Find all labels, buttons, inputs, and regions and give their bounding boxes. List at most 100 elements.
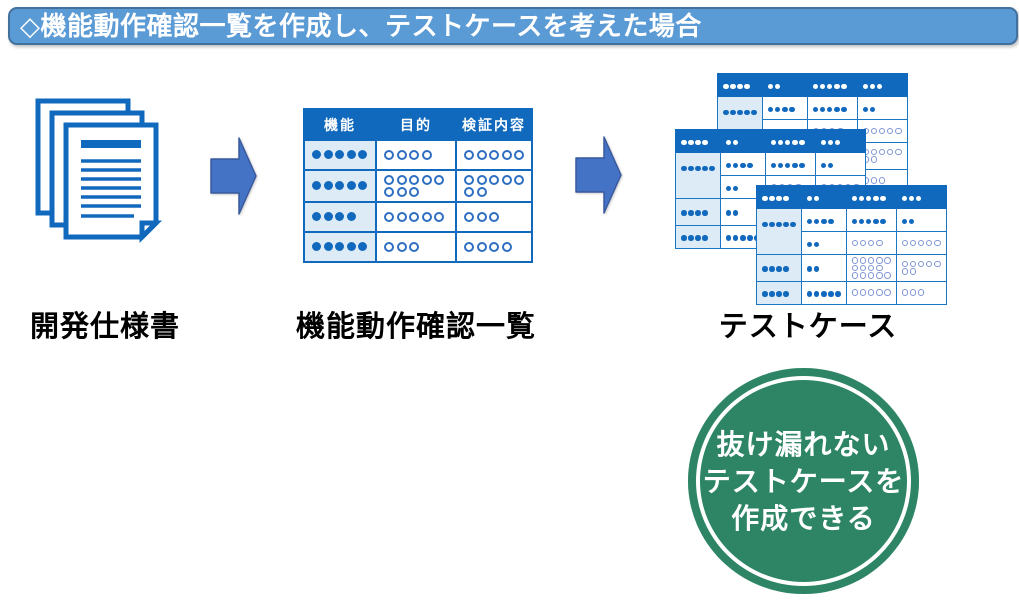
dots-redacted-text [770,162,805,168]
test-table-header-cell [719,129,766,153]
test-table-cell [800,254,847,282]
table-row [756,208,947,255]
badge-text: 抜け漏れない テストケースを 作成できる [703,426,905,537]
test-table-cell [756,254,802,282]
dots-redacted-text [767,83,781,89]
verify-cell [455,139,533,171]
rings-redacted-text [862,148,902,163]
test-table-cell [764,152,816,176]
rings-redacted-text [851,257,891,279]
rings-redacted-text [901,260,941,275]
test-table-header-cell [800,185,847,209]
test-table-cell [895,208,947,232]
result-badge: 抜け漏れない テストケースを 作成できる [688,368,919,594]
badge-line: テストケースを [702,465,905,497]
dots-redacted-text [723,109,757,115]
dots-redacted-text [806,241,820,247]
rings-redacted-text [862,177,902,184]
dots-redacted-text [820,139,841,145]
rings-redacted-text [464,212,524,222]
dots-redacted-text [384,187,448,197]
dots-redacted-text [384,150,448,160]
rings-redacted-text [464,242,524,252]
rings-redacted-text [384,242,448,252]
dots-redacted-text [901,218,915,224]
dots-redacted-text [820,162,834,168]
test-table-cell [845,231,897,255]
test-table-cell [800,231,847,255]
test-table-cell [761,96,808,120]
dots-redacted-text [464,150,524,160]
spec-table-header-cell: 検証内容 [455,108,533,141]
dots-redacted-text [862,148,902,156]
test-table-cell [756,208,802,255]
dots-redacted-text [725,235,760,241]
rings-redacted-text [384,150,448,160]
rings-redacted-text [384,212,448,222]
badge-line: 抜け漏れない [716,428,891,460]
rings-redacted-text [901,239,941,247]
dots-redacted-text [312,212,356,221]
dots-redacted-text [770,139,805,145]
dots-redacted-text [812,106,847,112]
dots-redacted-text [901,289,941,296]
dots-redacted-text [723,83,750,89]
document-stack-icon [35,98,163,244]
test-table-cell [675,152,721,199]
verify-cell [455,231,533,263]
rings-redacted-text [464,175,524,197]
badge-line: 作成できる [731,502,876,534]
dots-redacted-text [851,239,891,247]
test-table-cell [814,152,866,176]
test-table-cell [845,208,897,232]
rings-redacted-text [384,175,448,197]
purpose-cell [375,169,457,203]
dots-redacted-text [901,239,941,247]
dots-redacted-text [762,266,789,272]
dots-redacted-text [851,257,891,264]
page-title: ◇機能動作確認一覧を作成し、テストケースを考えた場合 [8,7,1018,45]
dots-redacted-text [725,185,739,191]
function-cell [303,231,377,263]
dots-redacted-text [862,106,876,112]
function-cell [303,139,377,171]
function-cell [303,201,377,233]
dots-redacted-text [851,264,891,271]
dots-redacted-text [806,266,820,272]
table-row [303,169,533,203]
rings-redacted-text [862,127,902,135]
dots-redacted-text [312,242,367,251]
dots-redacted-text [901,195,922,201]
test-table-header-cell [756,185,802,209]
test-table-cell [719,152,766,176]
dots-redacted-text [464,242,524,252]
dots-redacted-text [312,181,367,190]
purpose-cell [375,231,457,263]
table-row [756,280,947,305]
rings-redacted-text [464,150,524,160]
test-table-cell [845,280,897,305]
test-table-cell [845,254,897,282]
test-table-cell [800,208,847,232]
right-arrow-icon [575,136,622,214]
test-table-cell [756,280,802,305]
test-table-header-cell [717,73,763,97]
right-arrow-icon [210,137,257,215]
dots-redacted-text [901,260,941,268]
dots-redacted-text [464,212,524,222]
rings-redacted-text [851,239,891,247]
test-table-header-cell [806,73,858,97]
test-table-cell [675,198,721,226]
test-table-cell [675,224,721,249]
dots-redacted-text [681,139,708,145]
test-table-header-cell [675,129,721,153]
dots-redacted-text [806,218,834,224]
test-table-header-cell [761,73,808,97]
dots-redacted-text [464,175,524,185]
spec-table-header-cell: 目的 [375,108,457,141]
rings-redacted-text [851,289,891,296]
table-row [756,254,947,282]
dots-redacted-text [812,83,847,89]
label-test-case: テストケース [718,311,898,343]
